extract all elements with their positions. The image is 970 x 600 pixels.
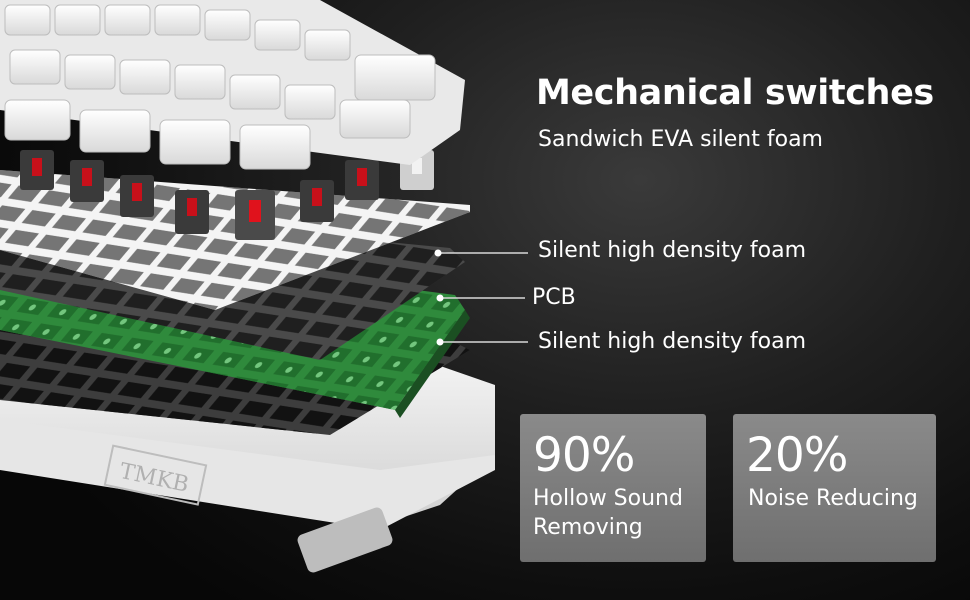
layer-label-pcb: PCB <box>532 285 576 310</box>
stat-value: 90% <box>533 428 635 483</box>
callout-dots <box>434 249 444 346</box>
stat-value: 20% <box>746 428 848 483</box>
keycap-rows <box>0 0 465 170</box>
stat-card-noise-reducing: 20% Noise Reducing <box>733 414 936 562</box>
page-title: Mechanical switches <box>536 73 934 113</box>
switch-plate <box>0 170 470 310</box>
page-subtitle: Sandwich EVA silent foam <box>538 127 823 152</box>
layer-label-lower-foam: Silent high density foam <box>538 329 807 354</box>
layer-label-upper-foam: Silent high density foam <box>538 238 807 263</box>
stat-card-hollow-sound: 90% Hollow Sound Removing <box>520 414 706 562</box>
stat-description: Hollow Sound Removing <box>533 486 683 540</box>
switch-row <box>20 150 434 240</box>
callout-lines <box>438 252 528 343</box>
stat-description: Noise Reducing <box>748 486 918 511</box>
